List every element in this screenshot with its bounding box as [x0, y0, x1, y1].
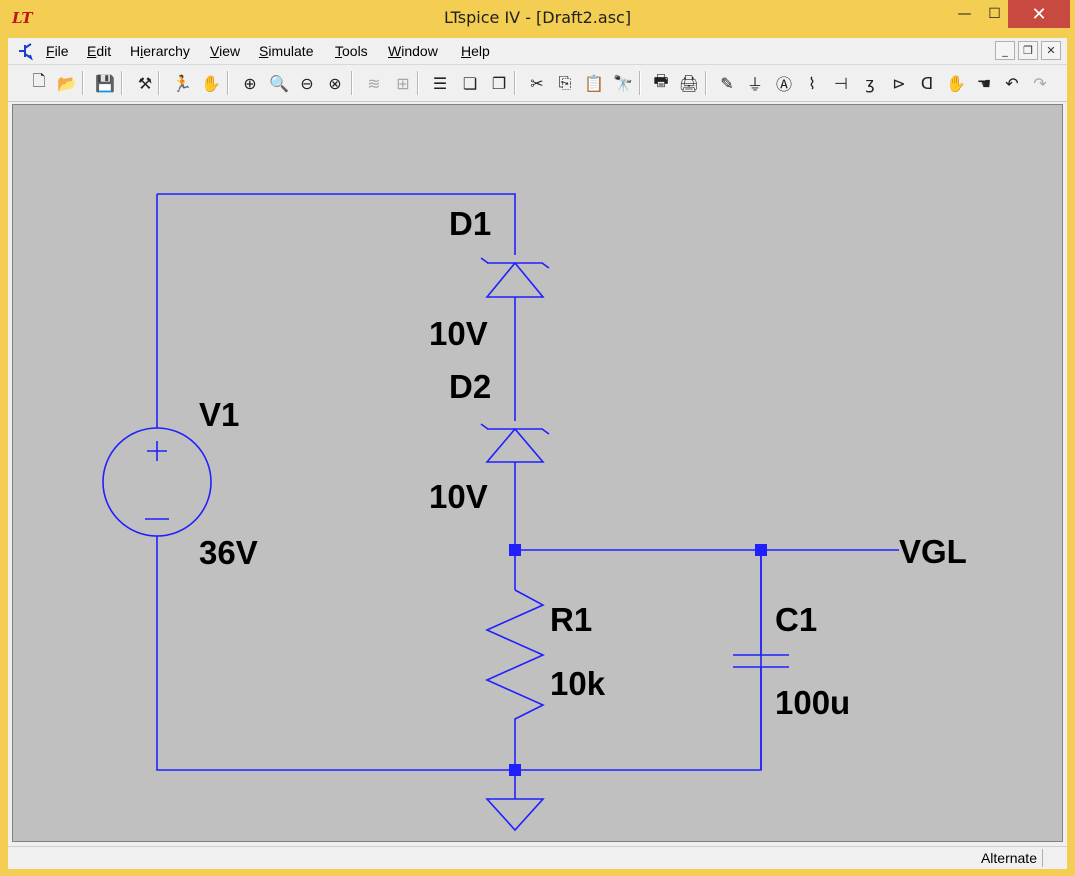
- ground-icon[interactable]: ⏚: [746, 75, 763, 94]
- find-icon[interactable]: 🔭: [613, 73, 633, 93]
- tile-vertical-icon[interactable]: ❐: [491, 73, 507, 93]
- toolbar-separator: [705, 71, 707, 95]
- inductor-icon[interactable]: ʒ: [865, 73, 875, 93]
- menu-window[interactable]: Window: [388, 43, 438, 59]
- net-label-vgl[interactable]: VGL: [899, 533, 967, 570]
- toolbar-separator: [514, 71, 516, 95]
- schematic-doc-icon[interactable]: [16, 41, 36, 61]
- print-preview-icon[interactable]: 🖶: [653, 70, 669, 90]
- pan-icon[interactable]: 🔍: [269, 73, 289, 93]
- plot-settings-icon[interactable]: ⊞: [396, 73, 410, 93]
- title-bar[interactable]: LT LTspice IV - [Draft2.asc] — ☐ ✕: [0, 0, 1075, 38]
- menu-bar: File Edit Hierarchy View Simulate Tools …: [8, 38, 1067, 65]
- junction-node: [509, 544, 521, 556]
- component-icon[interactable]: ᗡ: [920, 73, 934, 93]
- cut-icon[interactable]: ✂: [530, 73, 544, 93]
- menu-file[interactable]: File: [46, 43, 69, 59]
- v1-name[interactable]: V1: [199, 396, 239, 433]
- paste-icon[interactable]: 📋: [584, 73, 604, 93]
- d1-symbol: [480, 257, 550, 298]
- toolbar-separator: [639, 71, 641, 95]
- toolbar-separator: [227, 71, 229, 95]
- status-text: Alternate: [980, 850, 1037, 866]
- toolbar-separator: [351, 71, 353, 95]
- cascade-icon[interactable]: ❏: [462, 73, 478, 93]
- move-icon[interactable]: ✋: [946, 73, 966, 93]
- zoom-out-icon[interactable]: ⊖: [300, 73, 314, 93]
- r1-value[interactable]: 10k: [550, 665, 606, 702]
- minimize-button[interactable]: —: [957, 6, 972, 22]
- menu-view[interactable]: View: [210, 43, 241, 59]
- label-net-icon[interactable]: Ⓐ: [775, 75, 792, 94]
- menu-simulate[interactable]: Simulate: [259, 43, 314, 59]
- close-button[interactable]: ✕: [1008, 0, 1070, 28]
- undo-icon[interactable]: ↶: [1005, 73, 1019, 93]
- resistor-icon[interactable]: ⌇: [808, 73, 816, 93]
- tile-horizontal-icon[interactable]: ☰: [432, 73, 448, 93]
- d2-symbol: [480, 423, 550, 463]
- c1-name[interactable]: C1: [775, 601, 817, 638]
- maximize-button[interactable]: ☐: [988, 6, 1001, 22]
- control-panel-icon[interactable]: ⚒: [137, 73, 153, 93]
- v1-plus: [147, 441, 167, 461]
- d2-value[interactable]: 10V: [429, 478, 488, 515]
- ground-symbol: [485, 770, 545, 832]
- status-separator: [1042, 849, 1043, 867]
- save-icon[interactable]: 💾: [95, 73, 115, 93]
- d2-name[interactable]: D2: [449, 368, 491, 405]
- schematic-drawing[interactable]: V1 36V D1 10V D2 10V R1 10k C1 100u VGL: [13, 105, 1062, 841]
- junction-c1: [755, 544, 767, 556]
- toolbar-separator: [417, 71, 419, 95]
- v1-value[interactable]: 36V: [199, 534, 258, 571]
- mdi-restore-button[interactable]: ❐: [1018, 41, 1038, 60]
- copy-icon[interactable]: ⎘: [558, 73, 572, 92]
- print-icon[interactable]: 🖨: [678, 73, 700, 93]
- d1-value[interactable]: 10V: [429, 315, 488, 352]
- zoom-fit-icon[interactable]: ⊗: [328, 73, 342, 93]
- drag-icon[interactable]: ☚: [976, 73, 992, 93]
- ltspice-logo-icon[interactable]: LT: [12, 9, 33, 27]
- c1-value[interactable]: 100u: [775, 684, 850, 721]
- window-title: LTspice IV - [Draft2.asc]: [443, 8, 632, 27]
- mdi-frame: File Edit Hierarchy View Simulate Tools …: [8, 38, 1067, 869]
- r1-name[interactable]: R1: [550, 601, 592, 638]
- redo-icon[interactable]: ↷: [1033, 73, 1047, 93]
- menu-tools[interactable]: Tools: [335, 43, 368, 59]
- draw-wire-icon[interactable]: ✎: [720, 73, 734, 93]
- d1-name[interactable]: D1: [449, 205, 491, 242]
- halt-icon[interactable]: ✋: [201, 73, 221, 93]
- wire-v1-top: [156, 194, 762, 771]
- toolbar-separator: [158, 71, 160, 95]
- toolbar: 🗋 📂 💾 ⚒ 🏃 ✋ ⊕ 🔍 ⊖ ⊗ ≋ ⊞ ☰ ❏ ❐ ✂ ⎘ 📋 🔭 🖶 🖨 ✎ ⏚ Ⓐ ⌇ ⊣ ʒ ⊳ ᗡ ✋ ☚ ↶ ↷: [8, 65, 1067, 102]
- junction-ground: [509, 764, 521, 776]
- menu-help[interactable]: Help: [461, 43, 490, 59]
- mdi-close-button[interactable]: ✕: [1041, 41, 1061, 60]
- diode-icon[interactable]: ⊳: [892, 73, 906, 93]
- schematic-canvas[interactable]: V1 36V D1 10V D2 10V R1 10k C1 100u VGL: [12, 104, 1063, 842]
- toolbar-separator: [121, 71, 123, 95]
- v1-symbol: [102, 427, 212, 537]
- menu-edit[interactable]: Edit: [87, 43, 112, 59]
- toolbar-separator: [82, 71, 84, 95]
- status-bar: Alternate: [8, 846, 1067, 869]
- autorange-icon[interactable]: ≋: [367, 73, 381, 93]
- menu-hierarchy[interactable]: Hierarchy: [130, 43, 190, 59]
- wire-top: [157, 193, 516, 255]
- new-schematic-icon[interactable]: 🗋: [32, 70, 46, 90]
- run-icon[interactable]: 🏃: [172, 73, 192, 93]
- r1-symbol: [485, 589, 545, 770]
- mdi-minimize-button[interactable]: _: [995, 41, 1015, 60]
- capacitor-icon[interactable]: ⊣: [834, 73, 848, 93]
- open-icon[interactable]: 📂: [57, 73, 77, 93]
- zoom-in-icon[interactable]: ⊕: [243, 73, 257, 93]
